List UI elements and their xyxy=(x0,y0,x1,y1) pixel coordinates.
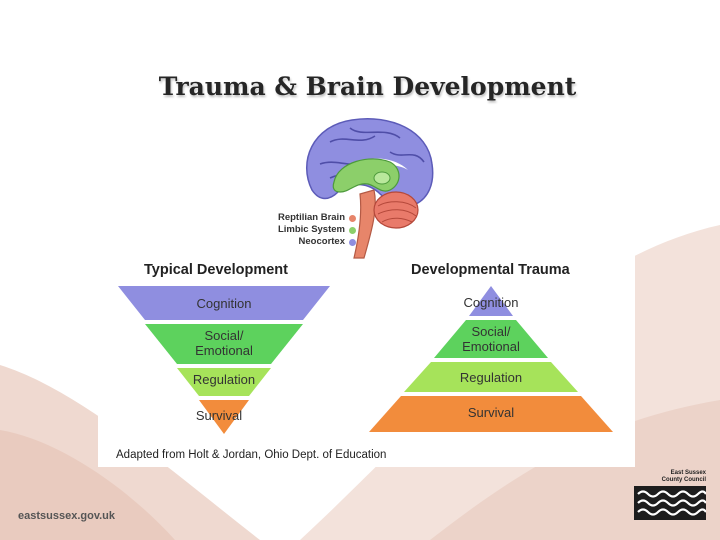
typical-tier-social-emotional xyxy=(145,324,303,364)
trauma-social-emotional-label: Social/ Emotional xyxy=(462,324,520,354)
trauma-tier-survival xyxy=(369,396,613,432)
typical-regulation-label: Regulation xyxy=(192,372,256,387)
trauma-cognition-label: Cognition xyxy=(463,295,519,310)
legend-item-limbic: Limbic System xyxy=(246,224,356,236)
typical-tier-survival xyxy=(199,400,249,434)
source-caption: Adapted from Holt & Jordan, Ohio Dept. o… xyxy=(116,449,387,461)
typical-tier-regulation xyxy=(177,368,271,396)
brain-illustration xyxy=(306,118,434,259)
typical-development-pyramid xyxy=(118,286,330,434)
developmental-trauma-pyramid xyxy=(369,286,613,432)
brain-legend: Reptilian Brain Limbic System Neocortex xyxy=(246,212,356,248)
legend-dot-icon xyxy=(349,226,356,234)
trauma-regulation-label: Regulation xyxy=(459,370,523,385)
trauma-tier-regulation xyxy=(404,362,578,392)
waves-logo-icon xyxy=(634,486,707,520)
council-logo: East Sussex County Council xyxy=(634,470,707,525)
developmental-trauma-heading: Developmental Trauma xyxy=(411,262,570,278)
typical-social-emotional-label: Social/ Emotional xyxy=(195,328,253,358)
typical-cognition-label: Cognition xyxy=(196,296,252,311)
footer-website-link[interactable]: eastsussex.gov.uk xyxy=(18,510,116,522)
legend-dot-icon xyxy=(349,214,356,222)
typical-tier-cognition xyxy=(118,286,330,320)
legend-item-neocortex: Neocortex xyxy=(246,236,356,248)
trauma-tier-social-emotional xyxy=(434,320,548,358)
trauma-tier-cognition xyxy=(469,286,513,316)
trauma-survival-label: Survival xyxy=(467,405,515,420)
legend-item-reptilian: Reptilian Brain xyxy=(246,212,356,224)
legend-dot-icon xyxy=(349,238,356,246)
page-title: Trauma & Brain Development xyxy=(158,72,577,101)
typical-development-heading: Typical Development xyxy=(144,262,288,278)
typical-survival-label: Survival xyxy=(195,408,243,423)
